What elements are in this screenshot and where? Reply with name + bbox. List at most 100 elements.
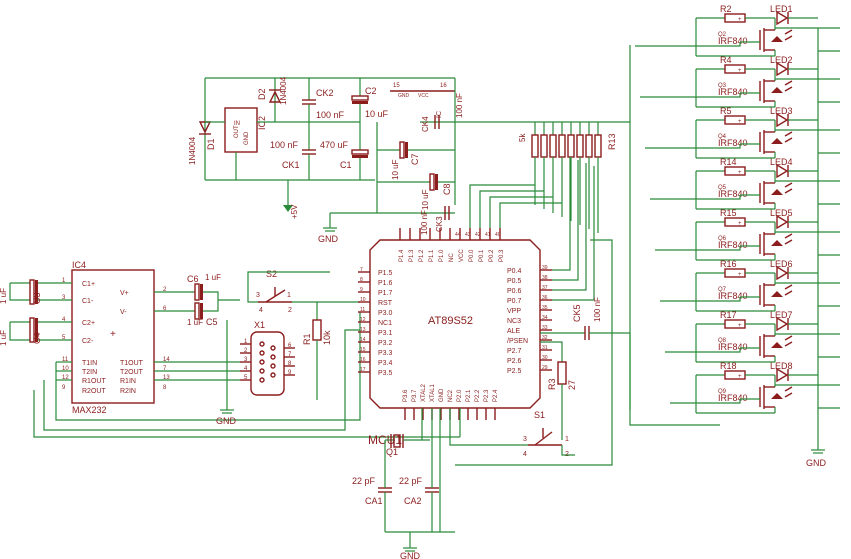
rn-element [531, 134, 539, 158]
led-symbol [776, 265, 789, 281]
resistor-network-r13: 5k R13 [469, 122, 617, 301]
mcu-top-pin-label: P1.1 [429, 249, 435, 262]
ca2-value: 22 pF [399, 476, 423, 486]
mcu-right-pin-number: 36 [542, 295, 548, 301]
mcu-body [369, 239, 541, 409]
mcu-top-pin-label: P1.3 [409, 249, 415, 262]
mosfet-ref: Q5 [718, 185, 727, 191]
led-ref: LED3 [770, 106, 793, 116]
mcu-bottom-pin-label: P2.4 [493, 389, 499, 402]
mcu-left-pin-number: 9 [360, 287, 363, 293]
max232-pin-label: R2IN [120, 388, 136, 395]
svg-text:IN: IN [234, 121, 240, 127]
ck4-ref: CK4 [421, 116, 430, 132]
s1-switch[interactable]: S1 3 1 4 2 [449, 408, 575, 458]
driver-resistor [724, 64, 746, 74]
mosfet-ref: Q4 [718, 134, 727, 140]
mcu-top-pin-number: 43 [465, 232, 471, 238]
mosfet-part: IRF840 [718, 342, 748, 352]
mosfet-part: IRF840 [718, 138, 748, 148]
mosfet-part: IRF840 [718, 36, 748, 46]
gnd-label-crystal: GND [400, 551, 421, 559]
mcu-left-pin-label: P3.0 [378, 310, 393, 317]
driver-resistor-ref: R16 [720, 259, 737, 269]
max232-pin-label: V+ [120, 290, 129, 297]
db9-pin-contact [270, 372, 276, 378]
mcu-top-pin-label: P1.2 [419, 249, 425, 262]
mcu-top-pin-number: 40 [495, 232, 501, 238]
max232-left-pins: C1+1C1-3C2+4C2-5T1IN11T2IN10R1OUT12R2OUT… [62, 278, 106, 395]
ca2-ref: CA2 [404, 496, 422, 506]
svg-text:GND: GND [244, 131, 250, 145]
max232-pin-number: 2 [163, 287, 167, 293]
max232-pin-label: V- [120, 309, 127, 316]
mcu-right-pin-number: 29 [542, 365, 548, 371]
ck1-value: 100 nF [270, 140, 299, 150]
power-supply: 1N4004 D1 IN OUT GND IC2 D2 1N4004 CK2 1… [188, 76, 630, 244]
mcu-bottom-pin-label: XTAL2 [421, 383, 427, 402]
mcu-right-pin-number: 32 [542, 335, 548, 341]
driver-resistor [724, 370, 746, 380]
ic2-ref: IC2 [257, 116, 267, 130]
svg-text:4: 4 [523, 451, 527, 458]
c6-ref: C6 [187, 274, 199, 284]
plus5v-label: +5V [290, 204, 299, 219]
svg-text:OUT: OUT [234, 125, 240, 138]
led-ref: LED1 [770, 4, 793, 14]
mcu-top-pin-label: P0.2 [489, 249, 495, 262]
max232-pin-label: T1OUT [120, 360, 144, 367]
s2-switch[interactable]: S2 3 1 4 2 [247, 269, 360, 314]
max232-pin-label: T2OUT [120, 369, 144, 376]
mcu-left-pin-number: 7 [360, 267, 363, 273]
led-ground-bus: GND [806, 28, 827, 468]
max232-pin-number: 1 [62, 278, 66, 284]
max232-vplus-caps: C6 1 uF 1 uF C5 [154, 273, 240, 327]
driver-resistor [724, 217, 746, 227]
mcu-right-pin-label: P0.5 [507, 278, 522, 285]
max232-pin-number: 7 [163, 366, 167, 372]
driver-resistor-ref: R4 [720, 55, 732, 65]
driver-resistor-plus: + [738, 272, 742, 278]
s1-ref: S1 [534, 410, 545, 420]
max232-pin-number: 10 [62, 366, 69, 372]
mcu-top-pin-label: P1.0 [439, 249, 445, 262]
db9-pin-number: 6 [288, 343, 292, 349]
rn-ref: R13 [607, 133, 617, 150]
max232-pin-label: C1+ [82, 281, 95, 288]
max232-pin-number: 4 [62, 317, 66, 323]
svg-text:GND: GND [398, 93, 410, 99]
max232-body [71, 269, 155, 404]
max232-pin-label: C2- [82, 338, 94, 345]
c3-value: 1 uF [0, 288, 8, 304]
db9-pin-number: 1 [244, 339, 248, 345]
mcu-left-pin-label: RST [378, 300, 393, 307]
s2-ref: S2 [266, 269, 277, 279]
led-ref: LED6 [770, 259, 793, 269]
driver-resistor [724, 319, 746, 329]
svg-text:3: 3 [523, 436, 527, 443]
max232-pin-label: T2IN [82, 369, 97, 376]
ck2-value: 100 nF [316, 110, 345, 120]
db9-pin-contact [270, 345, 276, 351]
mcu-top-pin-number: 41 [485, 232, 491, 238]
x1-ref: X1 [254, 320, 265, 330]
mcu-bottom-pin-label: P2.3 [484, 389, 490, 402]
mcu-left-pin-number: 10 [360, 297, 366, 303]
driver-resistor-ref: R5 [720, 106, 732, 116]
svg-text:1: 1 [565, 436, 569, 443]
mcu-left-pin-number: 16 [360, 357, 366, 363]
max232-pin-number: 3 [62, 295, 66, 301]
max232-pin-label: C1- [82, 298, 94, 305]
mcu-left-pin-label: P3.4 [378, 360, 393, 367]
q1-ref: Q1 [386, 447, 398, 457]
led-ref: LED4 [770, 157, 793, 167]
led-symbol [776, 112, 789, 128]
mcu-bottom-pin-label: GND [439, 388, 445, 402]
ca1-ref: CA1 [365, 496, 383, 506]
mosfet-part: IRF840 [718, 240, 748, 250]
db9-pin-number: 2 [244, 348, 248, 354]
mcu-bottom-pin-label: P3.7 [412, 389, 418, 402]
